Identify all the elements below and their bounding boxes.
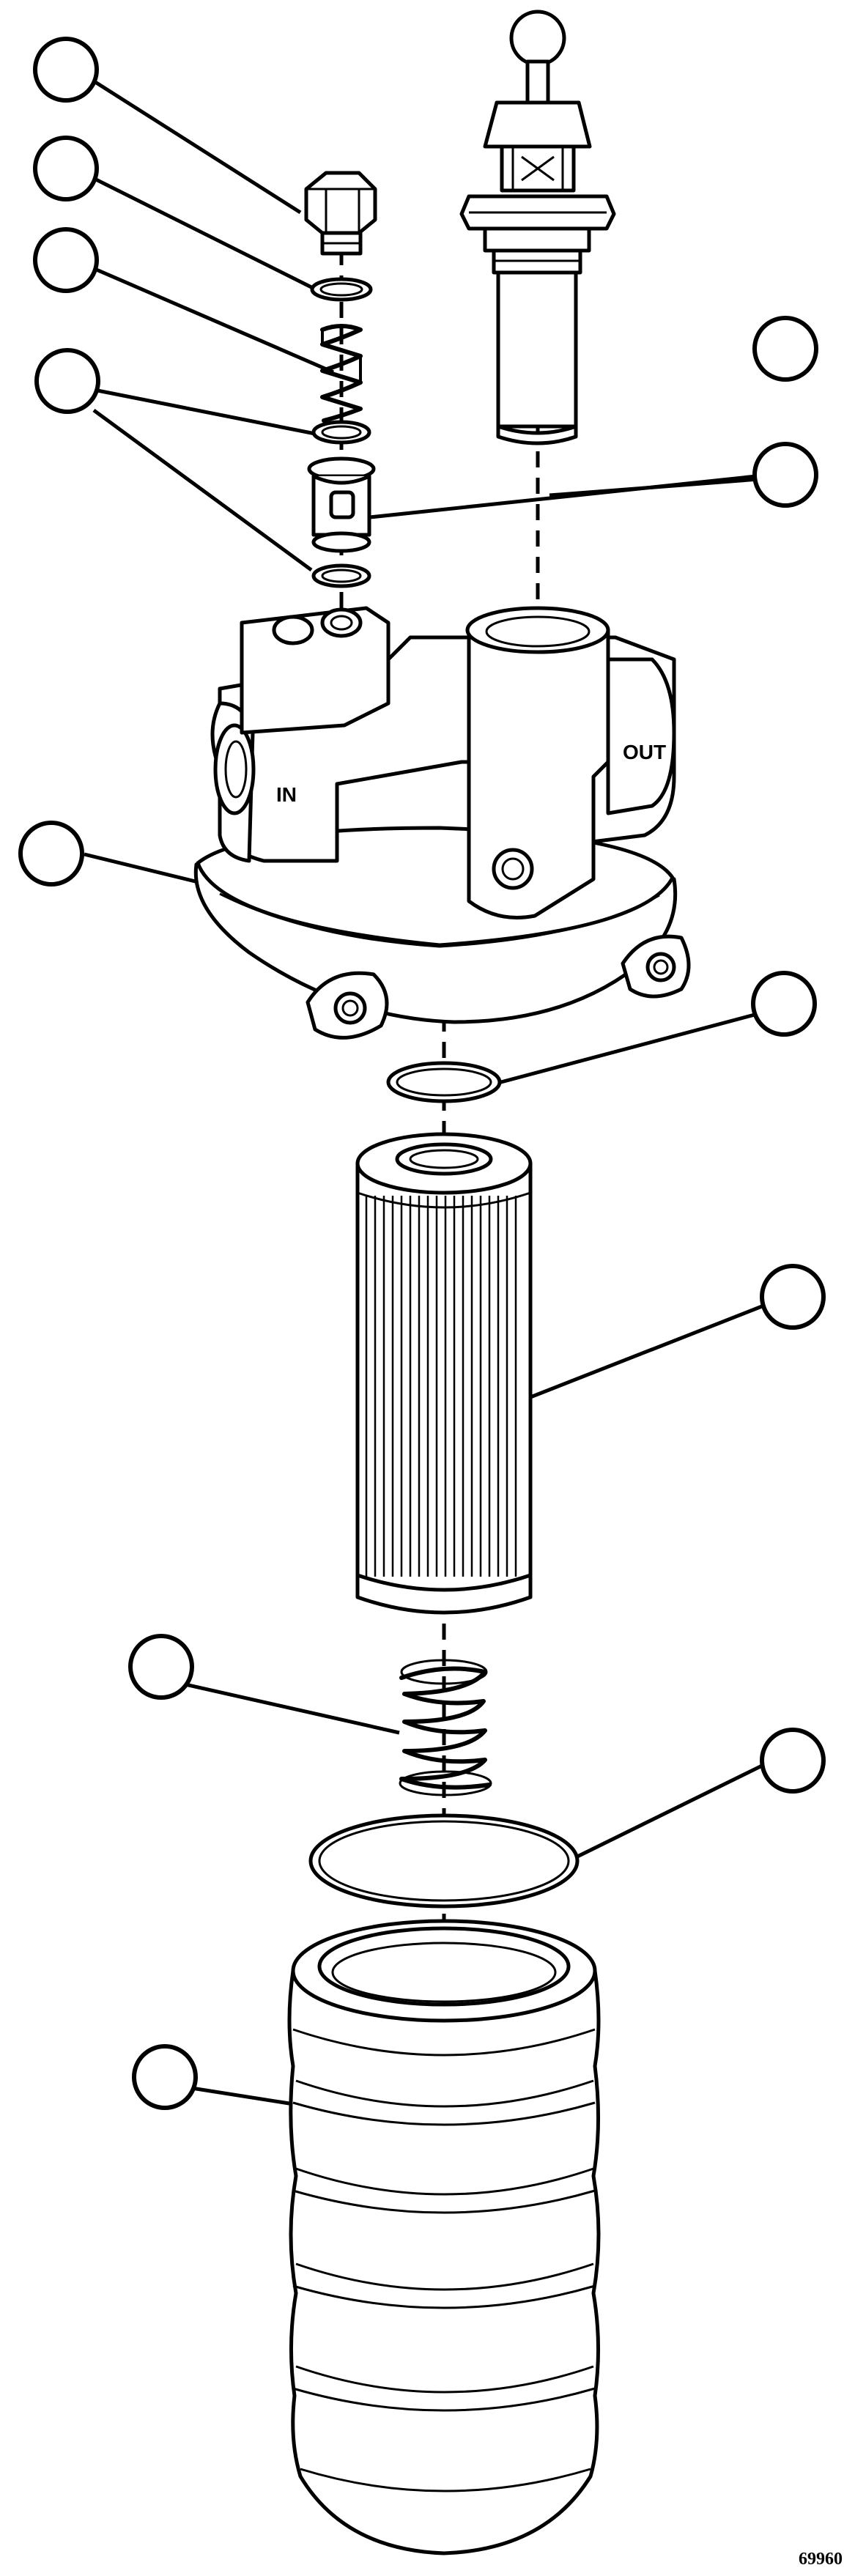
callout-bubble [752,316,818,382]
inlet-label: IN [276,783,297,806]
callout-bubble [128,1634,194,1700]
callout-bubble [33,37,99,103]
washer-middle [311,420,371,445]
callout-bubble [34,348,100,414]
callout-bubble [760,1264,826,1330]
callout-bubble [132,2044,198,2110]
callout-bubble [33,136,99,201]
check-valve [307,456,376,553]
bowl-o-ring [308,1813,580,1909]
outlet-label: OUT [623,741,666,763]
callout-bubble [760,1728,826,1794]
filter-pleats [365,1196,517,1577]
hex-plug [304,171,377,256]
small-spring [320,324,363,423]
filter-element [355,1132,533,1615]
callout-bubble [18,821,84,887]
washer-upper [310,277,373,302]
bowl-spring [399,1659,492,1796]
callout-bubble [33,227,99,293]
callout-bubbles [18,37,826,2110]
callout-bubble [752,442,818,508]
washer-lower [311,563,371,588]
filter-head [193,606,691,1040]
figure-number: 69960 [799,2550,843,2569]
filter-bowl [287,1919,601,2555]
callout-bubble [751,971,817,1037]
head-o-ring [386,1061,502,1103]
bypass-indicator [459,10,616,445]
